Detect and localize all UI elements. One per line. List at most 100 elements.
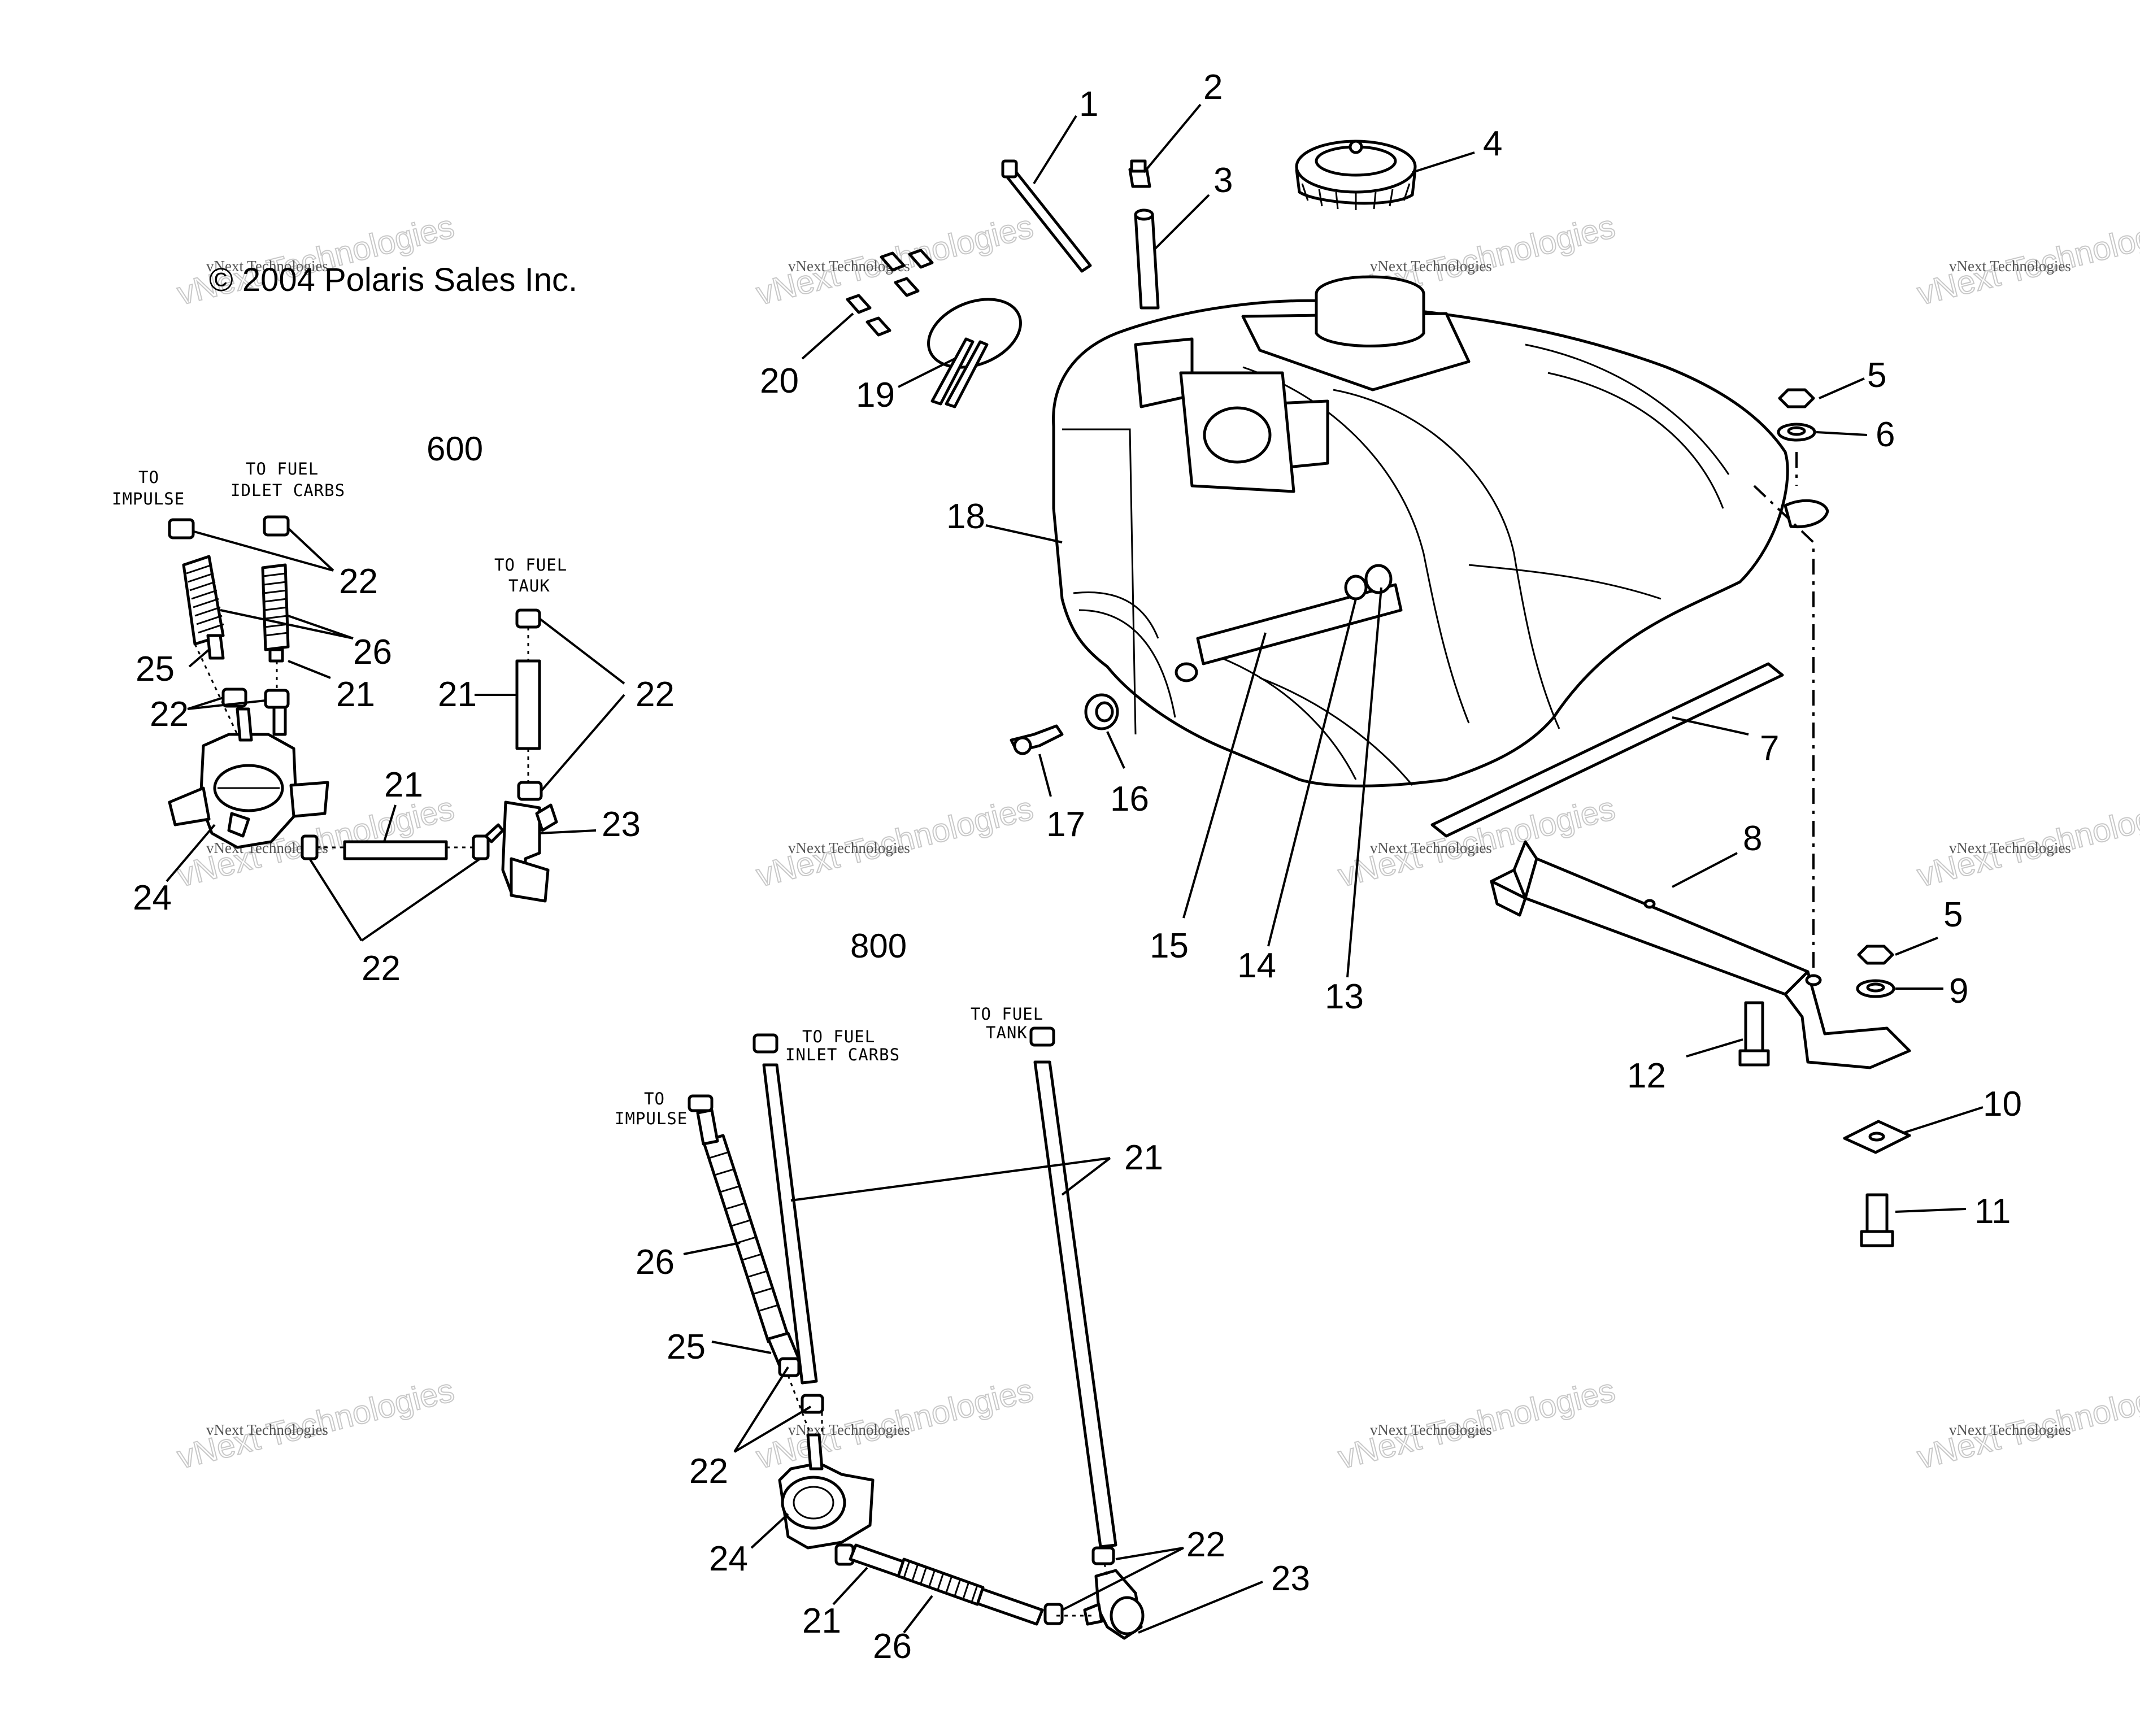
callout-21-600-pump: 21	[336, 675, 375, 714]
svg-text:IMPULSE: IMPULSE	[112, 489, 185, 508]
note-to-fuel-inlet-800: TO FUEL INLET CARBS	[785, 1027, 899, 1064]
callout-22-600-bottom: 22	[362, 949, 401, 988]
svg-text:vNext Technologies: vNext Technologies	[206, 258, 328, 275]
callout-22-600-right: 22	[636, 675, 675, 714]
leader-lines	[166, 103, 1984, 1634]
callout-13: 13	[1325, 977, 1364, 1016]
svg-text:TANK: TANK	[986, 1023, 1028, 1042]
clamp-22-800-g	[1043, 1603, 1064, 1625]
callout-21-800-long: 21	[1124, 1138, 1163, 1177]
clamp-22-800-f	[1091, 1546, 1115, 1565]
clamp-22-800-c	[1029, 1026, 1055, 1047]
bracket-bolt	[1738, 1001, 1770, 1067]
pad-bolt	[1860, 1193, 1894, 1247]
svg-text:TO FUEL: TO FUEL	[971, 1004, 1043, 1024]
callout-22-800-left: 22	[689, 1452, 728, 1491]
clamp-22-800-d	[778, 1357, 801, 1377]
callout-25-600: 25	[136, 650, 175, 689]
petcock-600	[484, 800, 558, 903]
gas-cap	[1295, 140, 1417, 210]
note-to-fuel-inlet-600: TO FUEL IDLET CARBS	[230, 459, 345, 500]
callout-24-800: 24	[709, 1539, 748, 1578]
nut-top	[1778, 388, 1815, 408]
fuel-pump-800	[778, 1433, 875, 1550]
callout-9: 9	[1949, 972, 1968, 1011]
callout-23-600: 23	[602, 805, 641, 844]
callout-16: 16	[1110, 780, 1149, 819]
grommet	[1084, 693, 1119, 730]
callout-21-600-vertical: 21	[438, 675, 477, 714]
clamp-22-600-e	[515, 608, 541, 629]
callout-22-600-top: 22	[339, 562, 378, 601]
callout-20: 20	[760, 362, 799, 401]
svg-text:vNext Technologies: vNext Technologies	[1370, 258, 1492, 275]
assembly-centerline	[1753, 452, 1815, 983]
tank-fitting	[1010, 724, 1064, 755]
watermark-10: vNext Technologies vNext Technologies	[752, 1371, 1037, 1476]
callout-7: 7	[1760, 729, 1779, 768]
copyright-text: © 2004 Polaris Sales Inc.	[209, 262, 577, 298]
rubber-pad	[1843, 1120, 1911, 1154]
callout-8: 8	[1743, 819, 1762, 858]
callout-2: 2	[1203, 68, 1223, 107]
clamp-22-600-f	[517, 781, 543, 801]
svg-text:TO: TO	[138, 468, 159, 487]
hose-26-carb-600	[261, 563, 290, 663]
callout-numbers: 1 2 3 4 5 6 7 8 9 10 11 12 13 14 15 16 1…	[133, 68, 2022, 1666]
clamp-22-800-a	[688, 1094, 714, 1112]
callout-21-600-horizontal: 21	[384, 765, 423, 804]
callout-12: 12	[1627, 1056, 1666, 1095]
svg-text:vNext Technologies: vNext Technologies	[788, 839, 910, 856]
callout-10: 10	[1983, 1085, 2022, 1124]
fuel-pump-plate	[927, 298, 1022, 408]
alignment-dots-800	[787, 1375, 1108, 1617]
svg-text:TAUK: TAUK	[508, 576, 550, 595]
nut-bottom	[1857, 945, 1894, 965]
washer-top	[1777, 423, 1816, 442]
svg-text:TO FUEL: TO FUEL	[246, 459, 319, 478]
callout-25-800: 25	[667, 1328, 706, 1367]
svg-text:IDLET CARBS: IDLET CARBS	[230, 481, 345, 500]
callout-19: 19	[856, 376, 895, 415]
fuel-pump-600	[168, 693, 329, 849]
vent-line	[1134, 208, 1160, 310]
callout-21-800-bottom: 21	[802, 1602, 841, 1641]
svg-text:TO: TO	[644, 1089, 665, 1108]
callout-23-800: 23	[1271, 1559, 1310, 1598]
vent-tube	[1001, 159, 1092, 273]
tank-strap	[1430, 662, 1784, 838]
callout-11: 11	[1974, 1192, 2011, 1231]
watermark-11: vNext Technologies vNext Technologies	[1334, 1371, 1619, 1476]
fuel-tank	[1052, 275, 1789, 787]
note-to-fuel-tank-600: TO FUEL TAUK	[494, 555, 567, 595]
callout-18: 18	[946, 497, 985, 536]
clamp-22-600-b	[263, 515, 290, 537]
callout-4: 4	[1483, 124, 1502, 163]
clamp-22-600-d	[264, 689, 290, 709]
hose-26-impulse-600	[182, 555, 225, 660]
screws	[846, 249, 934, 337]
svg-text:vNext Technologies: vNext Technologies	[1370, 839, 1492, 856]
svg-text:vNext Technologies: vNext Technologies	[788, 1421, 910, 1438]
callout-26-800-bottom: 26	[873, 1627, 912, 1666]
petcock-800	[1083, 1569, 1145, 1640]
callout-6: 6	[1876, 415, 1895, 454]
note-to-fuel-tank-800: TO FUEL TANK	[971, 1004, 1043, 1042]
callout-3: 3	[1213, 161, 1233, 200]
callout-14: 14	[1237, 946, 1276, 985]
watermark-8: vNext Technologies vNext Technologies	[1913, 789, 2140, 894]
callout-22-800-right: 22	[1186, 1525, 1225, 1564]
mounting-bracket	[1490, 840, 1911, 1069]
clamp-22-600-h	[472, 834, 490, 860]
watermark-9: vNext Technologies vNext Technologies	[173, 1371, 458, 1476]
callout-17: 17	[1046, 805, 1085, 844]
hose-21-26-800-bottom	[849, 1543, 1044, 1626]
section-label-800: 800	[850, 927, 907, 965]
hose-21-600-horizontal	[343, 840, 448, 860]
vent-fitting	[1128, 159, 1151, 188]
svg-text:vNext Technologies: vNext Technologies	[1949, 1421, 2071, 1438]
callout-1: 1	[1079, 85, 1098, 124]
watermark-6: vNext Technologies vNext Technologies	[752, 789, 1037, 894]
section-label-600: 600	[427, 430, 483, 468]
